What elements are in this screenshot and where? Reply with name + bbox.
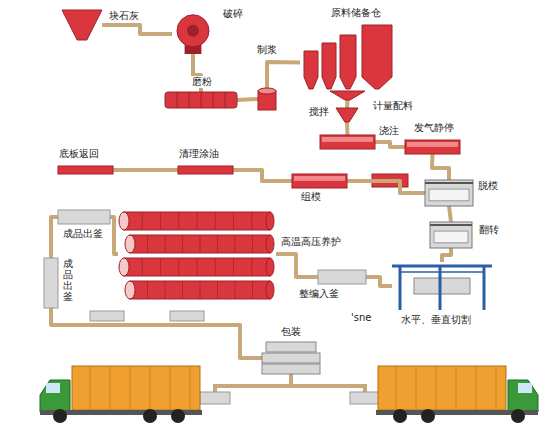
machine-shape bbox=[425, 180, 473, 206]
mold-shape bbox=[405, 140, 460, 154]
process-equipment: 破碎 bbox=[172, 14, 214, 54]
truck-right bbox=[376, 366, 538, 423]
hopper-shape bbox=[62, 10, 102, 40]
process-equipment: 翻转 bbox=[430, 222, 472, 248]
machine-shape bbox=[430, 222, 472, 248]
process-equipment: 制浆 bbox=[258, 88, 276, 110]
conveyor-line bbox=[110, 217, 118, 254]
stage-label: 翻转 bbox=[478, 224, 500, 236]
mold-shape bbox=[292, 174, 347, 188]
process-equipment: 清理涂油 bbox=[178, 166, 233, 174]
silos-shape bbox=[300, 25, 395, 100]
conveyor-line bbox=[432, 154, 449, 180]
mold-shape bbox=[320, 135, 375, 149]
process-equipment: 整编入釜 bbox=[318, 270, 366, 284]
process-equipment: 浇注 bbox=[320, 135, 375, 149]
conveyor-line bbox=[276, 254, 318, 277]
conveyor-line bbox=[375, 142, 405, 147]
bar-shape bbox=[58, 210, 110, 224]
process-equipment: 发气静停 bbox=[405, 140, 460, 154]
conveyor-line bbox=[267, 62, 300, 88]
plate-shape bbox=[58, 166, 113, 174]
process-equipment: 搅拌 bbox=[336, 108, 358, 122]
stray-text: 'sne bbox=[350, 312, 372, 324]
bar-shape bbox=[44, 258, 58, 308]
stage-label: 破碎 bbox=[222, 8, 244, 20]
bar-shape bbox=[318, 270, 366, 284]
gantry-shape bbox=[392, 262, 492, 310]
truck-left bbox=[40, 366, 202, 423]
funnel-shape bbox=[336, 108, 358, 122]
stage-label: 发气静停 bbox=[413, 122, 455, 134]
stage-label: 浇注 bbox=[378, 125, 400, 137]
stage-label: 脱模 bbox=[477, 180, 499, 192]
process-equipment: 包装 bbox=[262, 342, 320, 374]
conveyor-line bbox=[345, 122, 350, 135]
stage-label: 磨粉 bbox=[191, 76, 213, 88]
stage-label: 计量配料 bbox=[372, 100, 414, 112]
autoclave-shape bbox=[118, 208, 276, 300]
process-equipment: 成品出釜 bbox=[44, 258, 58, 308]
conveyor-line bbox=[233, 170, 292, 181]
stage-label: 高温高压养护 bbox=[280, 236, 342, 248]
process-equipment: 底板返回 bbox=[58, 166, 113, 174]
conveyor-to-trucks bbox=[215, 374, 365, 398]
conveyor-line bbox=[442, 248, 451, 262]
conveyor-line bbox=[237, 99, 258, 100]
stage-label: 组模 bbox=[300, 191, 322, 203]
stage-label: 成品出釜 bbox=[62, 228, 104, 240]
process-equipment: 水平、垂直切割 bbox=[392, 262, 492, 310]
conveyor-line bbox=[113, 168, 178, 172]
crusher-shape bbox=[172, 14, 214, 54]
tank-shape bbox=[258, 88, 276, 110]
process-equipment: 成品出釜 bbox=[58, 210, 110, 224]
stage-label: 制浆 bbox=[256, 44, 278, 56]
process-equipment: 块石灰 bbox=[62, 10, 102, 40]
process-equipment: 组模 bbox=[292, 174, 347, 188]
process-equipment: 磨粉 bbox=[165, 92, 237, 108]
conveyor-line bbox=[347, 181, 425, 193]
process-equipment: 原料储备仓 bbox=[300, 25, 395, 100]
stage-label: 搅拌 bbox=[308, 106, 330, 118]
conveyor-line bbox=[366, 277, 392, 286]
conveyor-line bbox=[51, 308, 262, 358]
plate-shape bbox=[178, 166, 233, 174]
conveyor-line bbox=[51, 217, 58, 258]
stage-label: 整编入釜 bbox=[298, 288, 340, 300]
stack-shape bbox=[262, 342, 320, 374]
conveyor-line bbox=[345, 100, 350, 108]
stage-label: 底板返回 bbox=[58, 148, 100, 160]
stage-label: 水平、垂直切割 bbox=[400, 314, 472, 326]
conveyor-line bbox=[102, 25, 172, 34]
stage-label: 块石灰 bbox=[108, 10, 140, 22]
stage-label: 包装 bbox=[280, 326, 302, 338]
conveyor-line bbox=[449, 206, 451, 222]
stage-label: 成品出釜 bbox=[62, 258, 74, 302]
process-equipment: 高温高压养护 bbox=[118, 208, 276, 300]
process-equipment: 脱模 bbox=[425, 180, 473, 206]
drum-shape bbox=[165, 92, 237, 108]
stage-label: 清理涂油 bbox=[178, 148, 220, 160]
stage-label: 原料储备仓 bbox=[330, 7, 382, 19]
